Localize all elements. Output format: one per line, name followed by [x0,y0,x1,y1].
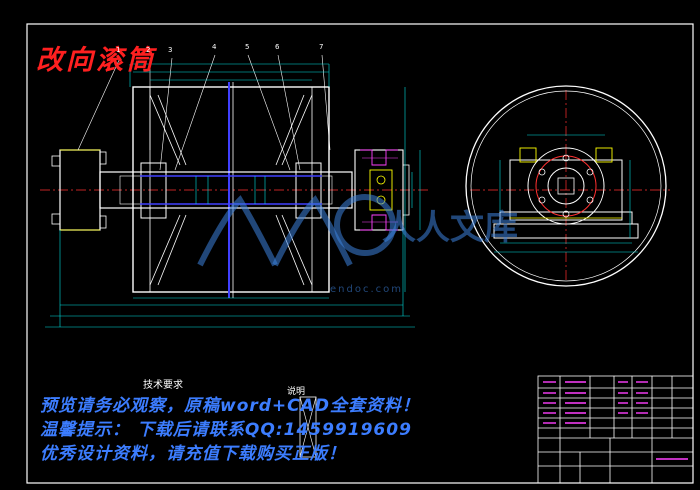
title-block-text-marks [543,381,688,460]
title-block [537,375,694,484]
side-view [465,85,670,287]
drum-outline-circle [465,85,667,287]
part-label: 7 [319,43,324,51]
part-label: 5 [245,43,250,51]
part-label: 3 [168,46,173,54]
drawing-frame [26,23,694,484]
watermark-logo-graphic [197,194,396,267]
notes-title: 说明 [287,387,306,397]
watermark-line-3: 优秀设计资料，请充值下载购买正版！ [40,444,346,464]
tech-requirements-title: 技术要求 [143,380,183,391]
part-label: 4 [212,43,217,51]
part-label: 2 [146,46,151,54]
watermark-line-1: 预览请务必观察，原稿word+CAD全套资料！ [40,396,420,416]
dimension-lines [45,63,421,328]
bearing-block-side [509,159,623,221]
front-view [40,54,430,298]
watermark-logo-text: 人人文库 [382,208,518,248]
right-hub [295,162,322,219]
watermark-line-2: 温馨提示： 下载后请联系QQ:1459919609 [40,420,412,440]
left-hub [140,162,167,219]
drum-body [132,86,330,293]
right-bearing-section [354,149,410,231]
part-label: 1 [116,46,121,54]
part-label: 6 [275,43,280,51]
notes-box [299,396,317,458]
watermark-site: endoc.com [330,284,403,295]
drawing-title: 改向滚筒 [36,45,156,76]
